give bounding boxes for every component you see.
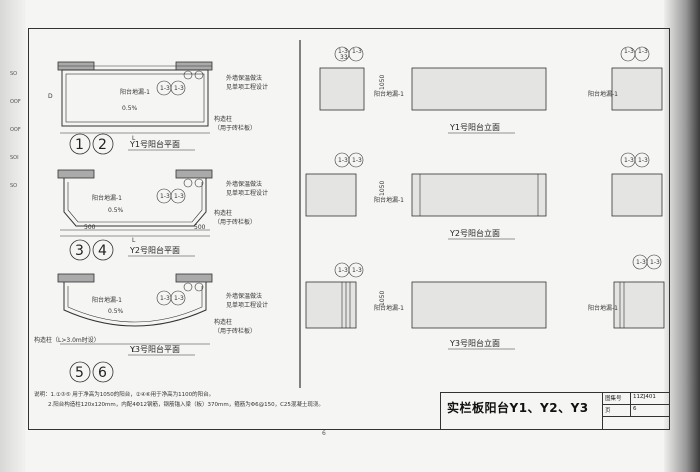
plan-y1-depth: D: [48, 93, 53, 100]
drawing-sheet: [28, 28, 670, 430]
plan-y3: L 阳台地漏-1 0.5% 1-3 1-3 外墙保温做法 见单项工程设计 构造柱…: [34, 273, 268, 383]
elev-y3-caption: Y3号阳台立面: [449, 338, 500, 348]
elevation-y3: 1-3 1-3 1-3 1-3 1050 阳台地漏-1 阳台地漏-1 Y3号阳台…: [305, 254, 665, 350]
margin-mark: OOF: [10, 127, 21, 133]
plan-y1-circle-b: 2: [98, 137, 107, 153]
elev-y1-ref-a: 1-3: [338, 48, 348, 55]
elev-y1-drain: 阳台地漏-1: [374, 90, 404, 98]
elev-y2-ref-b: 1-3: [352, 157, 362, 164]
plan-y2-drain: 阳台地漏-1: [92, 194, 122, 202]
atlas-label: 图集号: [603, 393, 631, 405]
plan-y3-post1: 构造柱: [214, 318, 232, 326]
plan-y1-ref-b: 1-3: [174, 85, 184, 92]
elev-y2-ref-c: 1-3: [624, 157, 634, 164]
margin-mark: SO: [10, 71, 18, 77]
page-label: 页: [603, 405, 631, 417]
plan-y3-extra: 构造柱（L>3.0m时设）: [34, 336, 100, 344]
plan-y2-caption: Y2号阳台平面: [129, 245, 180, 255]
plan-y2-circle-a: 3: [75, 243, 84, 259]
plan-y2-dim-side-left: 500: [84, 224, 96, 231]
elev-y3-ref-a: 1-3: [338, 267, 348, 274]
title-block: 实栏板阳台Y1、Y2、Y3 图集号 11ZJ401 页 6: [440, 392, 669, 429]
elev-y1-drain-right: 阳台地漏-1: [588, 90, 618, 98]
plan-y1-drain: 阳台地漏-1: [120, 88, 150, 96]
plan-y2-dim-side-right: 500: [194, 224, 206, 231]
plan-y3-caption: Y3号阳台平面: [129, 344, 180, 354]
margin-mark: OOF: [10, 99, 21, 105]
plan-y3-slope: 0.5%: [108, 308, 124, 315]
note-line: 2.阳台构造柱120x120mm，内配4Φ12钢筋，钢筋锚入梁（板）370mm，…: [48, 402, 324, 408]
plan-y2: 500 500 L 阳台地漏-1 0.5% 1-3 1-3 外墙保温做法 见单项…: [57, 169, 268, 261]
margin-marks: SO OOF OOF SOI SO: [10, 60, 21, 200]
elev-y3-ref-b: 1-3: [352, 267, 362, 274]
plan-y2-slope: 0.5%: [108, 207, 124, 214]
plan-y2-note1: 外墙保温做法: [226, 180, 262, 188]
plan-y3-post2: （用于砖栏板）: [214, 327, 256, 335]
plan-y1-note2: 见单项工程设计: [226, 83, 268, 91]
atlas-value: 11ZJ401: [631, 393, 669, 405]
scan-left-shadow: [0, 0, 26, 472]
plan-y2-dim-l: L: [132, 237, 136, 244]
elev-y1-ref-a-b: 33: [340, 54, 348, 61]
plan-y2-post2: （用于砖栏板）: [214, 218, 256, 226]
plan-y1-slope: 0.5%: [122, 105, 138, 112]
elev-y2-ref-d: 1-3: [638, 157, 648, 164]
plan-y1-ref-a: 1-3: [160, 85, 170, 92]
elev-y1-height: 1050: [379, 75, 386, 90]
plan-y1-circle-a: 1: [75, 137, 84, 153]
elev-y1-ref-c: 1-3: [624, 48, 634, 55]
elev-y3-height: 1050: [379, 291, 386, 306]
plan-y3-dim-l: L: [132, 347, 136, 354]
page-value: 6: [631, 405, 669, 417]
plan-y3-circle-b: 6: [98, 365, 107, 381]
margin-mark: SO: [10, 183, 18, 189]
plan-y1-note1: 外墙保温做法: [226, 74, 262, 82]
elev-y1-ref-b: 1-3: [352, 48, 362, 55]
drawing-title: 实栏板阳台Y1、Y2、Y3: [447, 401, 589, 415]
plan-y2-ref-b: 1-3: [174, 193, 184, 200]
page-footer-number: 6: [322, 430, 326, 437]
plan-y2-ref-a: 1-3: [160, 193, 170, 200]
elev-y2-caption: Y2号阳台立面: [449, 228, 500, 238]
plan-y1-post1: 构造柱: [214, 115, 232, 123]
plan-y3-ref-b: 1-3: [174, 295, 184, 302]
elev-y1-caption: Y1号阳台立面: [449, 122, 500, 132]
plan-y2-post1: 构造柱: [214, 209, 232, 217]
title-block-grid: 图集号 11ZJ401 页 6: [602, 393, 669, 429]
margin-mark: SOI: [10, 155, 19, 161]
elev-y2-height: 1050: [379, 181, 386, 196]
notes: 说明：1.①③⑤ 用于净高为1050的阳台，②④⑥用于净高为1100的阳台。 2…: [34, 390, 324, 410]
elev-y2-ref-a: 1-3: [338, 157, 348, 164]
plan-y3-ref-a: 1-3: [160, 295, 170, 302]
plan-y1-post2: （用于砖栏板）: [214, 124, 256, 132]
elevation-y2: 1-3 1-3 1-3 1-3 1050 阳台地漏-1 Y2号阳台立面: [305, 152, 663, 240]
plan-y3-circle-a: 5: [75, 365, 84, 381]
elev-y2-drain: 阳台地漏-1: [374, 196, 404, 204]
plan-y3-note1: 外墙保温做法: [226, 292, 262, 300]
plan-y3-drain: 阳台地漏-1: [92, 296, 122, 304]
plan-y2-note2: 见单项工程设计: [226, 189, 268, 197]
elev-y3-ref-d: 1-3: [650, 259, 660, 266]
elev-y3-drain: 阳台地漏-1: [374, 304, 404, 312]
scan-right-shadow: [664, 0, 700, 472]
note-line: 说明：1.①③⑤ 用于净高为1050的阳台，②④⑥用于净高为1100的阳台。: [34, 392, 215, 398]
elev-y3-ref-c: 1-3: [636, 259, 646, 266]
plan-y1-caption: Y1号阳台平面: [129, 139, 180, 149]
plan-y1-dim-l: L: [132, 135, 136, 142]
elev-y3-drain-right: 阳台地漏-1: [588, 304, 618, 312]
plan-y2-circle-b: 4: [98, 243, 107, 259]
plan-y3-note2: 见单项工程设计: [226, 301, 268, 309]
plan-y1: L D 阳台地漏-1 0.5% 1-3 1-3 外墙保温做法 见单项工程设计 构…: [48, 61, 268, 155]
elev-y1-ref-d: 1-3: [638, 48, 648, 55]
elevation-y1: 1-3 33 1-3 1-3 1-3 1050 阳台地漏-1 阳台地漏-1 Y1…: [319, 46, 663, 134]
